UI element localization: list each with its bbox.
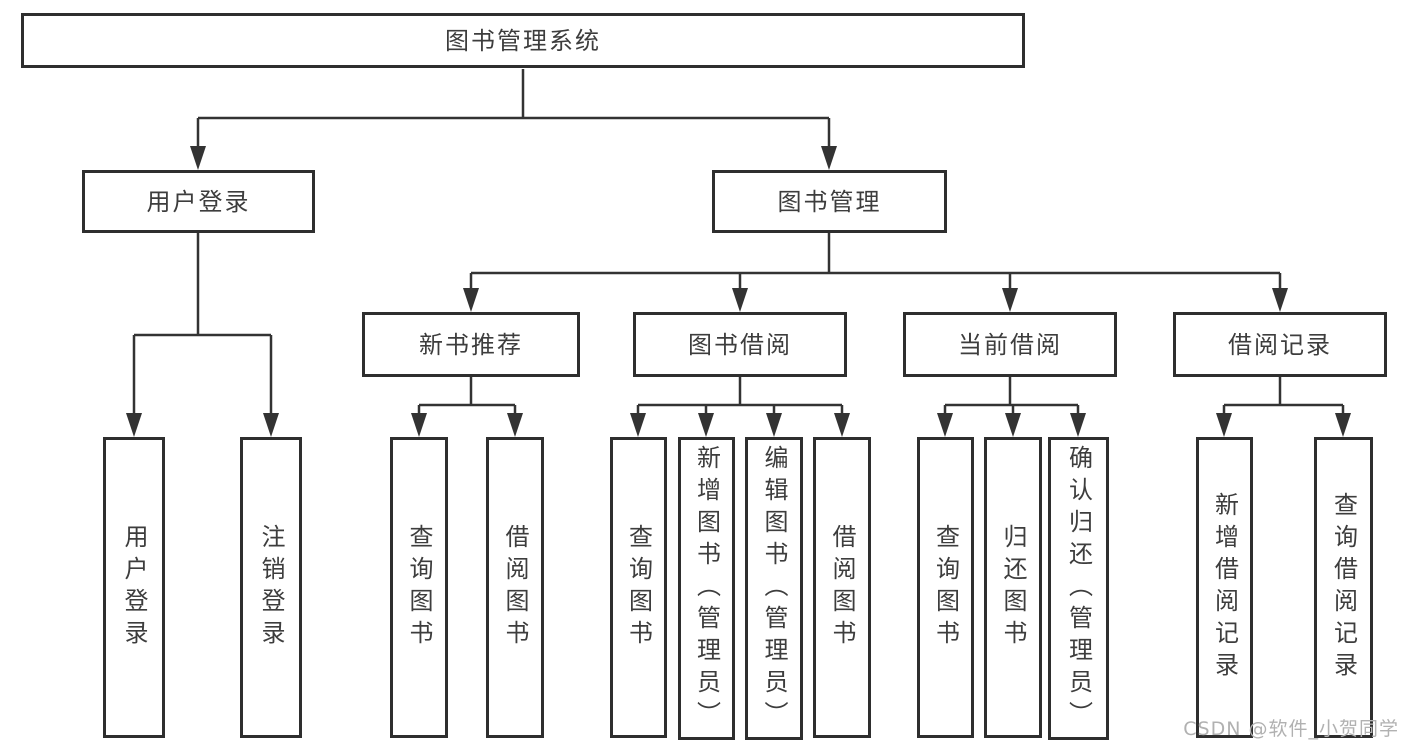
- node-library-management-system: 图书管理系统: [21, 13, 1025, 68]
- connector-lines-group: [132, 69, 1345, 417]
- arrow-down-icon: [821, 146, 837, 170]
- arrow-down-icon: [507, 413, 523, 437]
- leaf-edit-books-admin: 编辑图书（管理员）: [745, 437, 803, 740]
- leaf-add-borrow-record: 新增借阅记录: [1196, 437, 1253, 738]
- arrow-down-icon: [1005, 413, 1021, 437]
- arrow-down-icon: [126, 413, 142, 437]
- arrow-down-icon: [937, 413, 953, 437]
- node-new-book-recommendation: 新书推荐: [362, 312, 580, 377]
- arrow-down-icon: [834, 413, 850, 437]
- leaf-add-books-admin: 新增图书（管理员）: [678, 437, 735, 740]
- arrow-down-icon: [698, 413, 714, 437]
- leaf-query-borrow-record: 查询借阅记录: [1314, 437, 1373, 738]
- arrow-down-icon: [1002, 288, 1018, 312]
- leaf-logout: 注销登录: [240, 437, 302, 738]
- arrow-down-icon: [766, 413, 782, 437]
- arrow-down-icon: [1335, 413, 1351, 437]
- arrowheads-group: [126, 146, 1351, 437]
- leaf-return-books: 归还图书: [984, 437, 1042, 738]
- node-user-login: 用户登录: [82, 170, 315, 233]
- arrow-down-icon: [1216, 413, 1232, 437]
- watermark: CSDN @软件_小贺同学: [1183, 718, 1399, 740]
- leaf-borrow-books-recommend: 借阅图书: [486, 437, 544, 738]
- node-book-borrowing: 图书借阅: [633, 312, 847, 377]
- leaf-borrow-books-borrowing: 借阅图书: [813, 437, 871, 738]
- leaf-query-books-borrowing: 查询图书: [610, 437, 667, 738]
- leaf-query-books-recommend: 查询图书: [390, 437, 448, 738]
- arrow-down-icon: [1272, 288, 1288, 312]
- node-current-borrowing: 当前借阅: [903, 312, 1117, 377]
- arrow-down-icon: [190, 146, 206, 170]
- leaf-confirm-return-admin: 确认归还（管理员）: [1048, 437, 1109, 740]
- arrow-down-icon: [630, 413, 646, 437]
- arrow-down-icon: [263, 413, 279, 437]
- node-book-management: 图书管理: [712, 170, 947, 233]
- node-borrowing-records: 借阅记录: [1173, 312, 1387, 377]
- arrow-down-icon: [463, 288, 479, 312]
- arrow-down-icon: [1070, 413, 1086, 437]
- arrow-down-icon: [732, 288, 748, 312]
- arrow-down-icon: [411, 413, 427, 437]
- leaf-user-login: 用户登录: [103, 437, 165, 738]
- leaf-query-books-current: 查询图书: [917, 437, 974, 738]
